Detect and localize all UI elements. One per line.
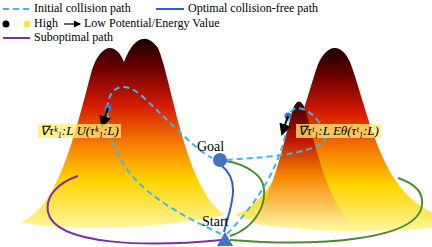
energy-hill: [235, 48, 432, 231]
legend-arrow: [9, 23, 24, 25]
point-label: Goal: [197, 139, 224, 154]
legend-text: High: [34, 17, 58, 30]
start-marker: [217, 232, 233, 246]
legend-text: Optimal collision-free path: [188, 2, 318, 15]
math-label: ∇τᵗ₁:L Eθ(τᵗ₁:L): [296, 124, 381, 138]
legend-text: Initial collision path: [34, 2, 131, 15]
math-label: ∇τᵏ₁:L U(τᵏ₁:L): [38, 124, 121, 138]
energy-hill: [250, 102, 350, 229]
gradient-arrow: [282, 116, 288, 134]
legend-dot: [3, 21, 10, 28]
point-label: Start: [202, 214, 228, 229]
initial-path: [107, 87, 221, 234]
potential-hill: [20, 39, 225, 228]
legend-line: [156, 8, 184, 10]
legend-arrow: [64, 23, 80, 24]
legend-line: [3, 8, 30, 10]
legend-text: Suboptimal path: [34, 31, 113, 44]
suboptimal-path: [230, 178, 422, 242]
legend-line: [3, 37, 30, 39]
suboptimal-path: [48, 176, 222, 243]
goal-marker: [213, 153, 227, 167]
legend-text: Low Potential/Energy Value: [84, 17, 220, 30]
legend-dot: [24, 21, 31, 28]
